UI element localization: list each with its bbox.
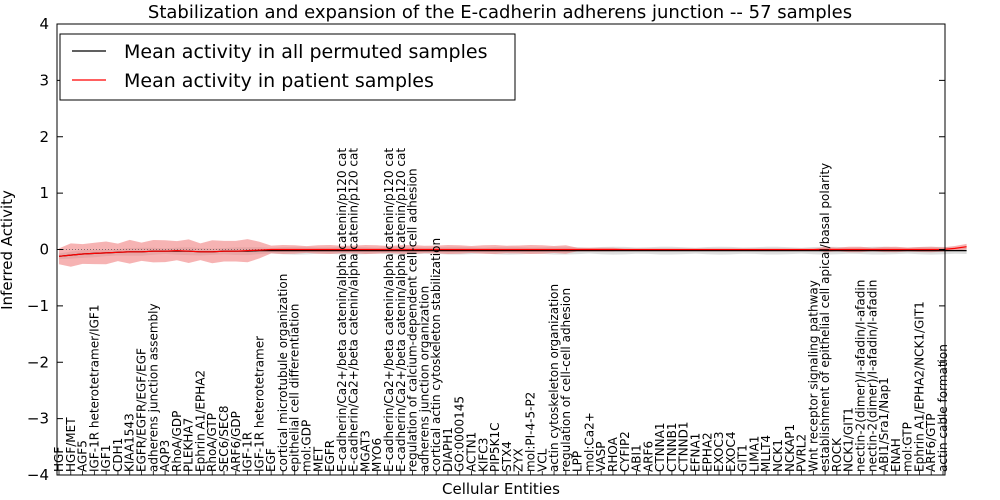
entity-label: IGF-1R heterotetramer (252, 336, 266, 472)
entity-label: Ephrin A1/EPHA2 (193, 370, 207, 472)
entity-label: EGF (264, 448, 278, 472)
entity-label: EXOC3 (712, 432, 726, 473)
entity-label: CDH1 (111, 438, 125, 472)
entity-label: ACTN1 (465, 432, 479, 472)
entity-label: IGF1 (99, 445, 113, 472)
entity-label: CTNNB1 (665, 422, 679, 472)
entity-label: E-cadherin/Ca2+/beta catenin/alpha caten… (382, 148, 396, 472)
legend-label-patient: Mean activity in patient samples (124, 70, 434, 92)
entity-label: EXOC4 (724, 432, 738, 473)
patient-mean-line (58, 246, 967, 257)
entity-label: LIMA1 (747, 436, 761, 472)
entity-label: regulation of calcium-dependent cell-cel… (406, 168, 420, 472)
entity-label: actin cytoskeleton organization (547, 284, 561, 472)
entity-label: EPHA2 (700, 432, 714, 472)
entity-label: E-cadherin/Ca2+/beta catenin/alpha caten… (335, 148, 349, 472)
entity-label: IGF-1R (241, 432, 255, 472)
legend-label-permuted: Mean activity in all permuted samples (124, 41, 487, 63)
y-tick-label: 2 (39, 128, 49, 146)
legend: Mean activity in all permuted samples Me… (59, 33, 516, 101)
entity-label: ENAH (889, 438, 903, 472)
entity-label: PIP5K1C (488, 422, 502, 472)
entity-label: GO:0000145 (453, 396, 467, 472)
x-axis-title: Cellular Entities (442, 480, 560, 498)
entity-label: adherens junction assembly (146, 303, 160, 472)
entity-label: CTNND1 (677, 421, 691, 472)
entity-label: ARF6/GDP (229, 411, 243, 472)
entity-label: MGAT3 (359, 430, 373, 472)
entity-label: E-cadherin/Ca2+/beta catenin/alpha caten… (394, 148, 408, 472)
legend-box (59, 33, 516, 101)
entity-label: nectin-2(dimer)/I-afadin/I-afadin (865, 280, 879, 472)
entity-label: NCKAP1 (783, 424, 797, 472)
y-axis-ticks: 4 3 2 1 0 −1 −2 −3 −4 (27, 15, 945, 484)
entity-label: MYO6 (370, 438, 384, 472)
entity-label: VCL (535, 448, 549, 472)
y-tick-label: 4 (39, 15, 49, 33)
entity-label: mol:Ca2+ (582, 412, 596, 472)
entity-label: DIAPH1 (441, 427, 455, 472)
entity-label: ARF6 (641, 441, 655, 472)
entity-label: EGFR/EGFR/EGF/EGF (135, 348, 149, 472)
y-tick-label: −2 (27, 353, 49, 371)
y-tick-label: −4 (27, 466, 49, 484)
entity-label: PVRL2 (795, 434, 809, 472)
entity-label: cortical actin cytoskeleton stabilizatio… (429, 238, 443, 472)
y-tick-label: 0 (39, 241, 49, 259)
entity-label: SEC6/SEC8 (217, 406, 231, 472)
entity-label: ROCK (830, 437, 844, 472)
entity-label: nectin-2(dimer)/I-afadin/I-afadin (854, 280, 868, 472)
entity-label: IGF-1R heterotetramer/IGF1 (87, 305, 101, 472)
entity-label: ARF6/GTP (924, 413, 938, 472)
entity-label: mol:GTP (901, 422, 915, 472)
entity-label: cortical microtubule organization (276, 274, 290, 472)
entity-label: PLEKHA7 (182, 418, 196, 472)
entity-label: adherens junction organization (417, 286, 431, 472)
entity-label: Ephrin A1/EPHA2/NCK1/GIT1 (912, 301, 926, 472)
y-axis-title: Inferred Activity (0, 190, 16, 310)
entity-label: RHOA (606, 436, 620, 472)
y-tick-label: 1 (39, 184, 49, 202)
entity-label: mol:PI-4-5-P2 (524, 392, 538, 472)
y-tick-label: 3 (39, 71, 49, 89)
entity-label: EFNA1 (689, 433, 703, 472)
y-tick-label: −1 (27, 297, 49, 315)
entity-label: HGF (52, 447, 66, 472)
entity-label: AGF5 (76, 440, 90, 472)
entity-label: KIFC3 (476, 438, 490, 472)
entity-label: NCK1 (771, 439, 785, 472)
entity-label: ABI1 (630, 444, 644, 472)
entity-label: Wnt receptor signaling pathway (806, 280, 820, 472)
entity-label: CTNNA1 (653, 422, 667, 472)
entity-label: MLLT4 (759, 435, 773, 472)
entity-label: epithelial cell differentiation (288, 304, 302, 472)
entity-label: ZYX (512, 448, 526, 472)
chart-title: Stabilization and expansion of the E-cad… (148, 2, 852, 23)
y-tick-label: −3 (27, 410, 49, 428)
entity-label: establishment of epithelial cell apical/… (818, 163, 832, 472)
patient-band (59, 239, 967, 267)
entity-label: HGF/MET (64, 417, 78, 472)
entity-label: NCK1/GIT1 (842, 407, 856, 472)
entity-label: MET (311, 446, 325, 472)
entity-label: ABI1/Sra1/Nap1 (877, 377, 891, 472)
entity-label: KIAA1543 (123, 413, 137, 472)
entity-label: mol:GDP (300, 420, 314, 472)
entity-label: CYFIP2 (618, 431, 632, 472)
entity-label: actin cable formation (936, 344, 950, 472)
entity-label: E-cadherin/Ca2+/beta catenin/alpha caten… (347, 148, 361, 472)
series-lines (57, 246, 967, 257)
entity-label: VASP (594, 441, 608, 472)
entity-label: AQP3 (158, 440, 172, 472)
entity-label: EGFR (323, 440, 337, 472)
plot-frame (56, 23, 946, 476)
entity-label: RhoA/GDP (170, 411, 184, 472)
entity-label: LPP (571, 451, 585, 472)
entity-label: RhoA/GTP (205, 413, 219, 472)
entity-label: GIT1 (736, 444, 750, 472)
entity-label: regulation of cell-cell adhesion (559, 288, 573, 472)
entity-label: STX4 (500, 441, 514, 472)
